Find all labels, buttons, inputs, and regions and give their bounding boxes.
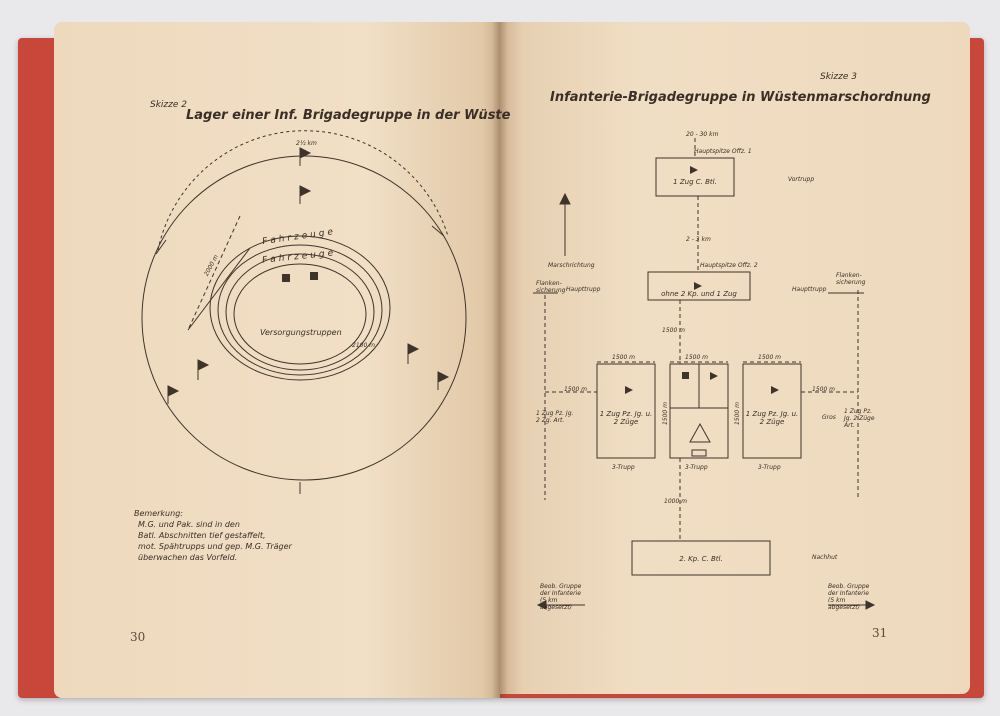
vert-1500a-label: 1500 m	[662, 401, 670, 426]
flag-icon	[167, 385, 180, 404]
skizze-label-left: Skizze 2	[150, 100, 187, 110]
box-mid-label: ohne 2 Kp. und 1 Zug	[661, 290, 737, 298]
trupp-center-label: 3-Trupp	[685, 464, 708, 471]
box-mid	[647, 271, 751, 301]
box-right-label: 1 Zug Pz. Jg. u. 2 Züge	[745, 410, 799, 426]
vehicle-ring-2	[217, 244, 383, 376]
box-right	[742, 363, 802, 459]
trupp-right-label: 3-Trupp	[758, 464, 781, 471]
haupttrupp-left-label: Haupttrupp	[566, 286, 601, 293]
haupt2-label: Hauptspitze Offz. 2	[700, 262, 758, 269]
right-side-label: 1 Zug Pz. Jg. 2 Züge Art.	[844, 408, 875, 429]
box-left-label: 1 Zug Pz. Jg. u. 2 Züge	[599, 410, 653, 426]
page-number-right: 31	[872, 626, 888, 640]
march-direction-label: Marschrichtung	[548, 262, 595, 269]
vehicle-ring-outer	[209, 235, 391, 381]
gros-label: Gros	[822, 414, 836, 421]
flag-icon	[197, 359, 210, 380]
remark-line-4: überwachen das Vorfeld.	[138, 553, 238, 562]
flag-icon	[771, 386, 779, 394]
left-page-title: Lager einer Inf. Brigadegruppe in der Wü…	[186, 108, 511, 123]
dist-left-label: 1500 m	[564, 386, 588, 393]
width-1-label: 1500 m	[612, 354, 636, 361]
supply-ring	[233, 263, 367, 365]
page-number-left: 30	[130, 630, 146, 644]
flag-icon	[694, 282, 702, 290]
width-2-label: 1500 m	[685, 354, 709, 361]
flag-icon	[407, 343, 420, 364]
left-page	[54, 22, 500, 698]
remark-heading: Bemerkung:	[134, 509, 183, 518]
book-spine	[492, 22, 508, 698]
flag-icon	[299, 147, 312, 166]
flag-icon	[625, 386, 633, 394]
vortrupp-label: Vortrupp	[788, 176, 815, 183]
beob-right-label: Beob. Gruppe der Infanterie (5 km abgese…	[828, 583, 870, 611]
dist-top-label: 20 - 30 km	[686, 131, 719, 138]
width-3-label: 1500 m	[758, 354, 782, 361]
box-left	[596, 363, 656, 459]
right-page-title: Infanterie-Brigadegruppe in Wüstenmarsch…	[550, 90, 931, 105]
box-bottom-label: 2. Kp. C. Btl.	[679, 555, 723, 563]
dist-bottom-label: 1000 m	[664, 498, 688, 505]
hq-square-icon	[310, 272, 318, 280]
haupttrupp-right-label: Haupttrupp	[792, 286, 827, 293]
remark-line-3: mot. Spähtrupps und gep. M.G. Träger	[138, 542, 292, 551]
flanke-right-label: Flanken-sicherung	[836, 272, 866, 286]
flag-icon	[437, 371, 450, 390]
dist-mid-label: 2 - 3 km	[686, 236, 711, 243]
beob-left-label: Beob. Gruppe der Infanterie (5 km abgese…	[540, 583, 582, 611]
vehicle-ring-3	[225, 253, 375, 371]
ring-distance-label: 2100 m	[352, 342, 376, 349]
dist-1500-label: 1500 m	[662, 327, 686, 334]
hq-square-icon	[282, 274, 290, 282]
trupp-left-label: 3-Trupp	[612, 464, 635, 471]
remark-line-2: Batl. Abschnitten tief gestaffelt,	[138, 531, 266, 540]
remark-block: Bemerkung: M.G. und Pak. sind in den Bat…	[134, 508, 334, 563]
vert-1500b-label: 1500 m	[734, 401, 742, 426]
top-distance-label: 2½ km	[296, 140, 317, 147]
dist-right-label: 1500 m	[812, 386, 836, 393]
center-label: Versorgungstruppen	[260, 328, 342, 337]
left-side-label: 1 Zug Pz. Jg. 2 Zg. Art.	[536, 410, 574, 424]
haupt1-label: Hauptspitze Offz. 1	[694, 148, 752, 155]
right-page	[500, 22, 970, 694]
remark-line-1: M.G. und Pak. sind in den	[138, 520, 240, 529]
skizze-label-right: Skizze 3	[820, 72, 857, 82]
box-bottom	[631, 540, 771, 576]
nachhut-label: Nachhut	[812, 554, 838, 561]
flag-icon	[690, 166, 698, 174]
flanke-left-label: Flanken-sicherung	[536, 280, 566, 294]
flag-icon	[299, 185, 312, 204]
hq-square-icon	[682, 372, 689, 379]
flag-icon	[710, 372, 718, 380]
box-top-label: 1 Zug C. Btl.	[673, 178, 717, 186]
box-top	[655, 157, 735, 197]
